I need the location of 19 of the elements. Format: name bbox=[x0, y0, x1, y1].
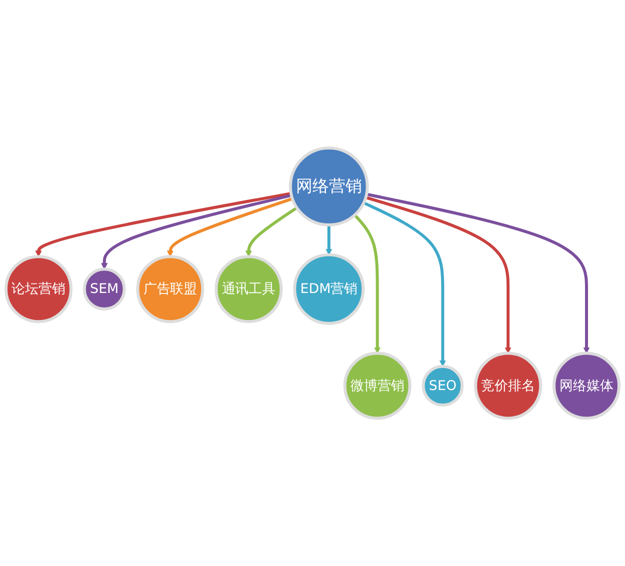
node-circle: SEO bbox=[422, 364, 464, 407]
node-circle: EDM营销 bbox=[293, 253, 365, 325]
node-circle: 网络营销 bbox=[288, 146, 369, 226]
node-circle: 广告联盟 bbox=[136, 254, 204, 323]
node-circle: 网络媒体 bbox=[552, 352, 620, 420]
arrow bbox=[354, 214, 381, 354]
node-circle: 论坛营销 bbox=[4, 254, 72, 323]
arrow bbox=[366, 192, 590, 354]
arrow bbox=[365, 196, 512, 354]
node-circle: 竞价排名 bbox=[474, 352, 542, 420]
node-circle: 通讯工具 bbox=[214, 254, 283, 323]
arrow bbox=[363, 201, 446, 367]
node-circle: 微博营销 bbox=[343, 352, 412, 420]
arrow bbox=[245, 206, 298, 257]
arrow bbox=[35, 192, 292, 257]
arrow bbox=[101, 194, 292, 270]
node-circle: SEM bbox=[82, 268, 126, 310]
arrow bbox=[166, 197, 293, 257]
arrow bbox=[326, 224, 332, 255]
